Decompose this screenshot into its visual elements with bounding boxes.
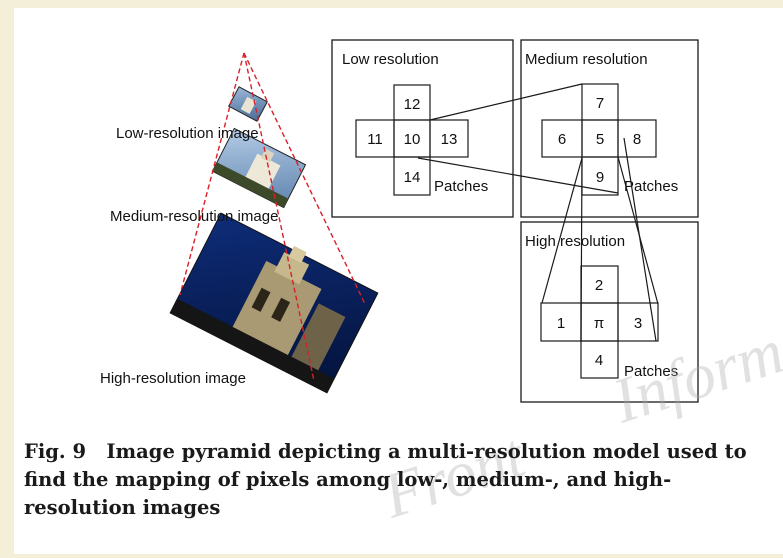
high-patch-2: 2 [595, 277, 603, 294]
caption-text: Image pyramid depicting a multi-resoluti… [24, 440, 747, 519]
low-resolution-image [228, 86, 268, 122]
medium-resolution-image [211, 127, 307, 209]
figure-frame: Low-resolution image Medium-resolution i… [14, 8, 783, 554]
high-patch-3: 3 [634, 315, 642, 332]
high-patch-4: 4 [595, 352, 603, 369]
mapping-lines [417, 83, 659, 342]
low-patch-11: 11 [367, 131, 383, 148]
medium-resolution-panel: Medium resolution 7 6 5 8 9 Patches [520, 39, 699, 218]
low-patch-14: 14 [404, 169, 421, 186]
medium-panel-title: Medium resolution [525, 51, 648, 68]
medium-patch-8: 8 [633, 131, 641, 148]
medium-patch-7: 7 [596, 95, 604, 112]
medium-patch-9: 9 [596, 169, 604, 186]
low-patch-10: 10 [404, 131, 421, 148]
medium-patch-5: 5 [596, 131, 604, 148]
high-patches-label: Patches [624, 363, 678, 380]
high-patch-1: 1 [557, 315, 565, 332]
high-resolution-image [169, 212, 379, 394]
high-panel-title: High resolution [525, 233, 625, 250]
low-resolution-panel: Low resolution 12 11 10 13 14 Patches [331, 39, 514, 218]
pyramid-diagram: Low-resolution image Medium-resolution i… [100, 39, 699, 403]
medium-resolution-label: Medium-resolution image [110, 208, 278, 225]
high-resolution-panel: High resolution 2 1 π 3 4 Patches [520, 221, 699, 403]
low-resolution-label: Low-resolution image [116, 125, 259, 142]
figure-caption: Fig. 9 Image pyramid depicting a multi-r… [24, 438, 774, 522]
low-panel-title: Low resolution [342, 51, 439, 68]
low-patches-label: Patches [434, 178, 488, 195]
low-patch-cross [355, 84, 469, 196]
high-resolution-label: High-resolution image [100, 370, 246, 387]
low-patch-13: 13 [441, 131, 458, 148]
low-patch-12: 12 [404, 96, 421, 113]
medium-patches-label: Patches [624, 178, 678, 195]
medium-patch-6: 6 [558, 131, 566, 148]
pyramid-edges [179, 52, 366, 382]
figure-number: Fig. 9 [24, 440, 87, 463]
high-patch-pi: π [594, 315, 604, 332]
